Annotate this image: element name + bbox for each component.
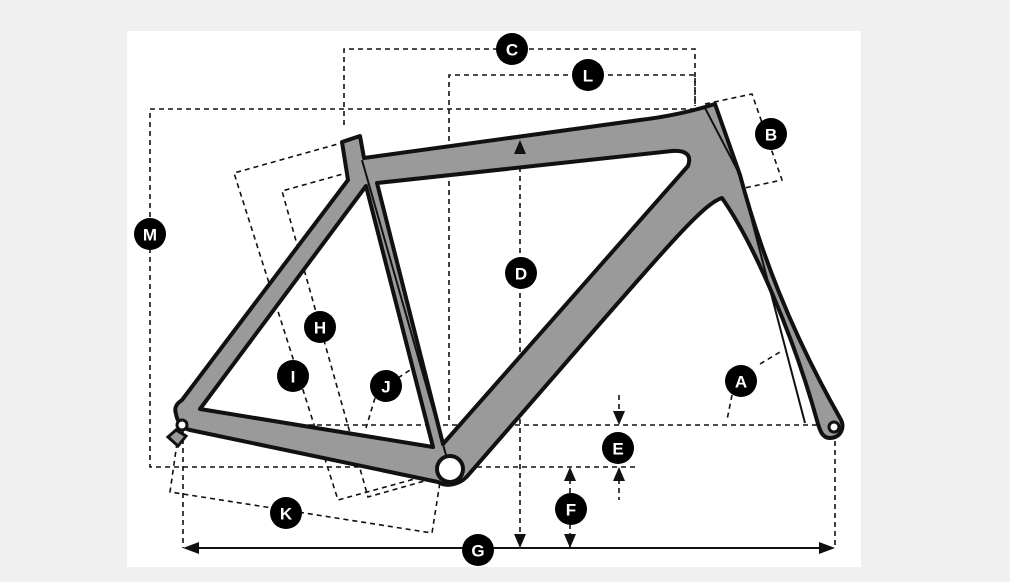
- guide-a-leader-2: [759, 351, 781, 365]
- arrow-e-bottom-head: [613, 467, 625, 481]
- arrow-f-bottom-head: [564, 534, 576, 548]
- guide-c: [343, 48, 696, 125]
- badge-e-label: E: [612, 440, 623, 459]
- arrow-e-top-head: [613, 411, 625, 425]
- badge-l-label: L: [583, 67, 593, 86]
- badge-i-label: I: [291, 368, 296, 387]
- guide-j-leader: [365, 397, 376, 429]
- guide-i: [232, 141, 441, 501]
- badge-h: H: [304, 311, 336, 343]
- badge-c: C: [496, 33, 528, 65]
- measurement-guides: [149, 48, 836, 548]
- badge-d-label: D: [515, 265, 527, 284]
- badge-a: A: [725, 365, 757, 397]
- arrow-g-right-head: [819, 542, 835, 554]
- guide-m: [149, 108, 695, 468]
- seat-tube-line: [361, 159, 449, 463]
- frame-main-outline: [173, 102, 845, 487]
- badge-i: I: [277, 360, 309, 392]
- badge-m-label: M: [143, 226, 157, 245]
- arrow-g-left-head: [183, 542, 199, 554]
- badge-d: D: [505, 257, 537, 289]
- badge-e: E: [602, 432, 634, 464]
- badge-k: K: [270, 497, 302, 529]
- geometry-diagram-panel: C L B M D H I J: [127, 31, 861, 567]
- badge-l: L: [572, 59, 604, 91]
- rear-dropout: [175, 418, 189, 432]
- measurement-arrows: [183, 140, 835, 554]
- badge-a-label: A: [735, 373, 747, 392]
- front-dropout: [827, 420, 841, 434]
- badge-f: F: [555, 493, 587, 525]
- badge-c-label: C: [506, 41, 518, 60]
- badge-m: M: [134, 218, 166, 250]
- guide-a-leader: [726, 394, 733, 421]
- arrow-f-top-head: [564, 467, 576, 481]
- badge-b: B: [755, 118, 787, 150]
- badge-j-label: J: [381, 378, 390, 397]
- badge-h-label: H: [314, 319, 326, 338]
- badge-f-label: F: [566, 501, 576, 520]
- badge-g: G: [462, 534, 494, 566]
- derailleur-hanger: [165, 428, 189, 449]
- badge-g-label: G: [471, 542, 484, 561]
- frame-geometry-drawing: C L B M D H I J: [134, 33, 845, 566]
- arrow-d-bottom-head: [514, 534, 526, 548]
- bike-frame: [165, 102, 845, 487]
- badge-j: J: [370, 370, 402, 402]
- badge-b-label: B: [765, 126, 777, 145]
- guide-h: [281, 171, 436, 498]
- head-tube-line: [704, 107, 806, 424]
- badge-k-label: K: [280, 505, 293, 524]
- arrow-d-top-head: [514, 140, 526, 154]
- bottom-bracket: [435, 454, 465, 484]
